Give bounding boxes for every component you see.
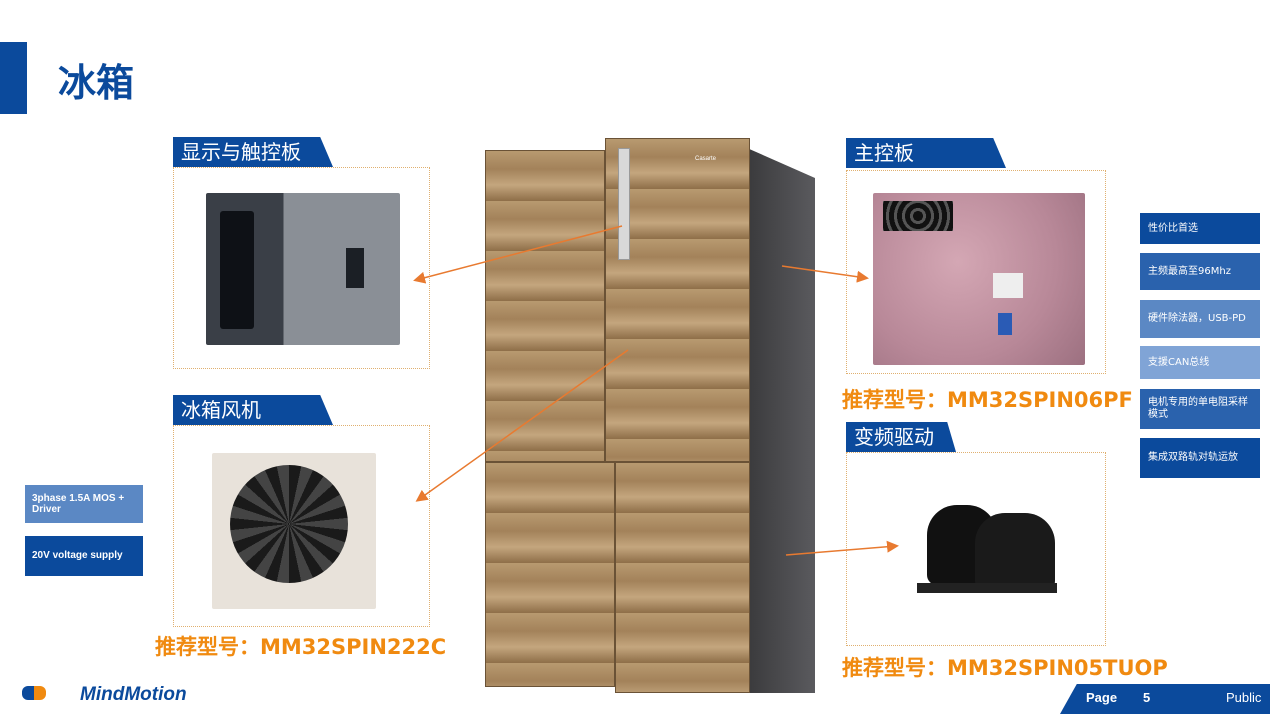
display-card: [173, 167, 430, 369]
page-label: Page: [1086, 690, 1118, 705]
feature-box: 性价比首选: [1140, 213, 1260, 244]
fridge-control-strip: [618, 148, 630, 260]
section-label-inverter: 变频驱动: [846, 422, 956, 452]
page-title: 冰箱: [58, 61, 135, 105]
fan-graphic: [230, 465, 348, 583]
main-board-recommend: 推荐型号：MM32SPIN06PF: [842, 388, 1133, 412]
feature-box: 集成双路轨对轨运放: [1140, 438, 1260, 478]
section-label-main: 主控板: [846, 138, 1006, 168]
capacitors-graphic: [883, 201, 953, 231]
door-display-graphic: [346, 248, 364, 288]
feature-box: 支援CAN总线: [1140, 346, 1260, 379]
classification-label: Public: [1226, 690, 1262, 705]
fridge-door-bottom-right: [615, 462, 750, 693]
mindmotion-logo-icon: [22, 684, 48, 702]
page-number: 5: [1143, 690, 1151, 705]
main-board-card: [846, 170, 1106, 374]
inverter-recommend: 推荐型号：MM32SPIN05TUOP: [842, 656, 1168, 680]
arrow-fan: [415, 349, 629, 502]
fan-image: [212, 453, 376, 609]
arrow-inverter: [785, 540, 899, 556]
main-board-image: [873, 193, 1085, 365]
spec-box: 3phase 1.5A MOS + Driver: [25, 485, 143, 523]
fridge-brand: Casarte: [695, 156, 717, 162]
fan-card: [173, 425, 430, 627]
arrow-display: [413, 225, 623, 284]
brand-name: MindMotion: [80, 684, 187, 705]
feature-box: 主频最高至96Mhz: [1140, 253, 1260, 290]
compressor-right: [975, 513, 1055, 591]
touch-panel-graphic: [220, 211, 254, 329]
fan-recommend: 推荐型号：MM32SPIN222C: [155, 635, 447, 659]
feature-box: 硬件除法器，USB-PD: [1140, 300, 1260, 338]
compressor-base: [917, 583, 1057, 593]
compressor-image: [917, 493, 1057, 603]
fridge-door-bottom-left: [485, 462, 615, 687]
fridge-side: [747, 148, 815, 693]
chip-label-graphic: [993, 273, 1023, 298]
spec-box: 20V voltage supply: [25, 536, 143, 576]
section-label-display: 显示与触控板: [173, 137, 333, 167]
title-accent-bar: [0, 42, 27, 114]
section-label-fan: 冰箱风机: [173, 395, 333, 425]
display-panel-image: [206, 193, 400, 345]
footer-bar: [1060, 684, 1270, 714]
relay-graphic: [998, 313, 1012, 335]
fridge-image: Casarte: [485, 138, 815, 693]
arrow-main: [781, 265, 869, 283]
feature-box: 电机专用的单电阻采样模式: [1140, 389, 1260, 429]
